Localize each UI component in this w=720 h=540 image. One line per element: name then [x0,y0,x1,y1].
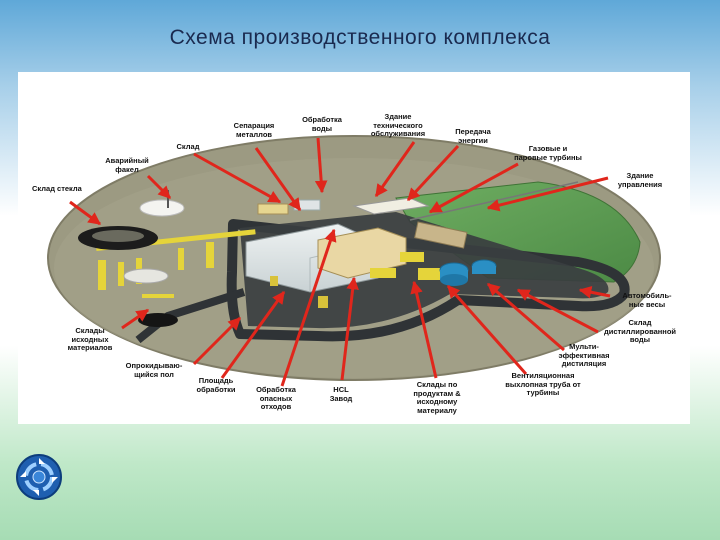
callout-arrows [69,137,611,387]
circular-arrows-icon[interactable] [14,452,64,502]
tipping-floor [138,313,178,327]
label-raw-material-warehouses: Склады исходных материалов [67,326,113,352]
metal-separation-unit [257,203,289,215]
yellow-tanks [370,268,396,278]
label-tipping-floor: Опрокидываю- щийся пол [125,361,183,379]
label-truck-scales: Автомобиль- ные весы [622,291,672,309]
label-emergency-flare: Аварийный факел [105,156,149,174]
label-turbine-exhaust-stack: Вентиляционная выхлопная труба от турбин… [505,371,581,397]
label-hazardous-waste-treatment: Обработка опасных отходов [256,385,296,411]
turbine-block [414,221,468,249]
label-hcl-plant: HCL Завод [329,385,353,403]
label-product-warehouses: Склады по продуктам & исходному материал… [413,380,461,415]
label-glass-storage: Склад стекла [32,184,82,193]
label-distilled-water-storage: Склад дистиллированной воды [603,318,677,344]
label-control-building: Здание управления [617,171,663,189]
slide-title: Схема производственного комплекса [169,26,551,49]
label-maintenance-building: Здание технического обслуживания [370,112,426,138]
label-gas-steam-turbines: Газовые и паровые турбины [514,144,582,162]
label-warehouse: Склад [176,142,200,151]
label-metal-separation: Сепарация металлов [233,121,275,139]
flare-pad [139,199,185,217]
label-processing-area: Площадь обработки [196,376,236,394]
label-water-treatment: Обработка воды [302,115,342,133]
plant-diagram [47,135,661,387]
label-multi-effect-distillation: Мульти- эффективная дистиляция [558,342,610,368]
maintenance-building [352,197,430,215]
label-power-transmission: Передача энергии [455,127,491,145]
raw-material-pad [123,268,169,284]
process-block [317,227,407,279]
